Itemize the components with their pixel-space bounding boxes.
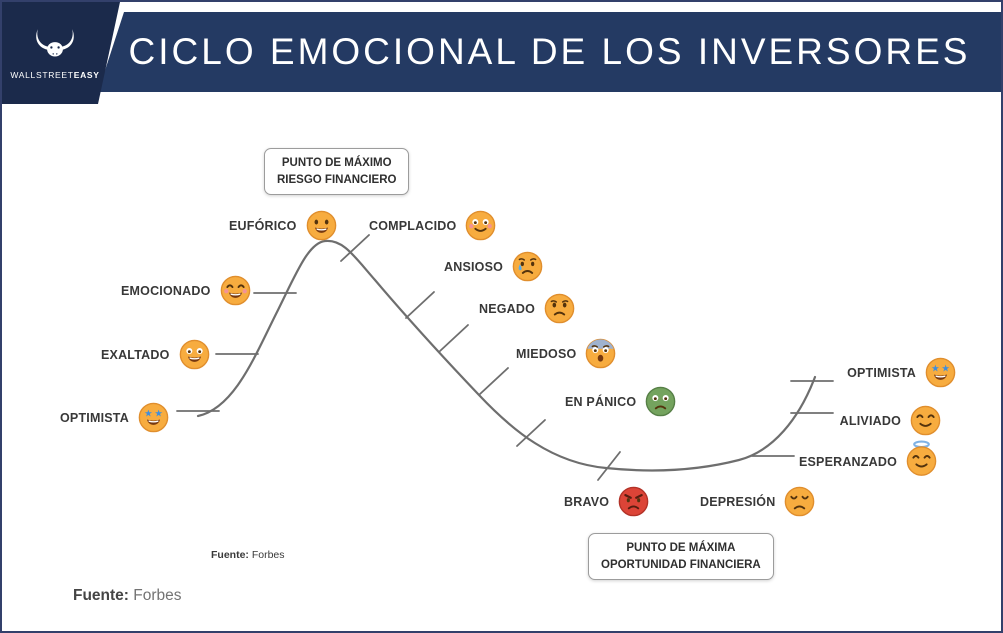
weary-emoji-icon bbox=[784, 486, 815, 517]
emotion-label: OPTIMISTA bbox=[847, 365, 916, 380]
star-struck-emoji-icon: ★★ bbox=[925, 357, 956, 388]
smiling-open-emoji-icon bbox=[306, 210, 337, 241]
emotion-miedoso: MIEDOSO bbox=[516, 338, 616, 369]
emotion-emocionado: EMOCIONADO bbox=[121, 275, 251, 306]
beaming-emoji-icon bbox=[220, 275, 251, 306]
emotion-negado: NEGADO bbox=[479, 293, 575, 324]
emotion-esperanzado: ESPERANZADO bbox=[798, 440, 937, 477]
worried-emoji-icon bbox=[544, 293, 575, 324]
emotion-label: EUFÓRICO bbox=[229, 218, 297, 233]
source-note-small: Fuente: Forbes bbox=[211, 549, 285, 561]
emotion-label: COMPLACIDO bbox=[369, 218, 457, 233]
emotion-label: OPTIMISTA bbox=[60, 410, 129, 425]
emotion-label: EN PÁNICO bbox=[565, 394, 637, 409]
emotion-label: BRAVO bbox=[564, 494, 610, 509]
max-risk-line2: RIESGO FINANCIERO bbox=[277, 173, 397, 186]
emotion-exaltado: EXALTADO bbox=[101, 339, 210, 370]
svg-text:★: ★ bbox=[154, 409, 163, 420]
emotion-label: ESPERANZADO bbox=[798, 454, 897, 469]
max-opportunity-callout: PUNTO DE MÁXIMA OPORTUNIDAD FINANCIERA bbox=[588, 533, 774, 581]
crying-emoji-icon bbox=[512, 251, 543, 282]
angel-emoji-icon bbox=[906, 440, 937, 477]
emotion-optimista-left: OPTIMISTA ★★ bbox=[60, 402, 169, 433]
emotion-euforico: EUFÓRICO bbox=[229, 210, 337, 241]
max-opportunity-line1: PUNTO DE MÁXIMA bbox=[626, 542, 736, 554]
brand-logo-block: WALLSTREETEASY bbox=[2, 2, 120, 104]
brand-wordmark: WALLSTREETEASY bbox=[10, 69, 100, 80]
angry-emoji-icon bbox=[618, 486, 649, 517]
emotion-label: NEGADO bbox=[479, 301, 536, 316]
source-value: Forbes bbox=[251, 549, 285, 561]
source-label: Fuente: bbox=[211, 549, 249, 561]
emotion-aliviado: ALIVIADO bbox=[840, 405, 941, 436]
flushed-emoji-icon bbox=[465, 210, 496, 241]
source-label: Fuente: bbox=[73, 587, 129, 604]
relieved-emoji-icon bbox=[910, 405, 941, 436]
emotion-bravo: BRAVO bbox=[564, 486, 649, 517]
grinning-emoji-icon bbox=[179, 339, 210, 370]
star-struck-emoji-icon: ★★ bbox=[138, 402, 169, 433]
panic-emoji-icon bbox=[645, 386, 676, 417]
max-risk-callout: PUNTO DE MÁXIMO RIESGO FINANCIERO bbox=[264, 148, 410, 196]
emotion-label: EXALTADO bbox=[101, 347, 170, 362]
emotion-complacido: COMPLACIDO bbox=[369, 210, 496, 241]
page-title: CICLO EMOCIONAL DE LOS INVERSORES bbox=[128, 31, 971, 72]
emotion-label: EMOCIONADO bbox=[121, 283, 211, 298]
emotion-depresion: DEPRESIÓN bbox=[700, 486, 815, 517]
svg-text:★: ★ bbox=[941, 364, 950, 375]
emotion-label: MIEDOSO bbox=[516, 346, 577, 361]
svg-text:★: ★ bbox=[931, 364, 940, 375]
bull-logo-icon bbox=[32, 27, 78, 65]
source-note-bottom: Fuente: Forbes bbox=[73, 587, 182, 605]
max-opportunity-line2: OPORTUNIDAD FINANCIERA bbox=[601, 558, 761, 571]
source-value: Forbes bbox=[133, 587, 182, 604]
header-banner: CICLO EMOCIONAL DE LOS INVERSORES bbox=[98, 12, 1001, 92]
fearful-emoji-icon bbox=[585, 338, 616, 369]
svg-text:★: ★ bbox=[144, 409, 153, 420]
emotion-en-panico: EN PÁNICO bbox=[565, 386, 676, 417]
emotion-label: ANSIOSO bbox=[444, 259, 504, 274]
emotion-label: DEPRESIÓN bbox=[700, 494, 776, 509]
emotion-optimista-right: OPTIMISTA ★★ bbox=[847, 357, 956, 388]
emotion-ansioso: ANSIOSO bbox=[444, 251, 543, 282]
emotion-label: ALIVIADO bbox=[839, 413, 901, 428]
max-risk-line1: PUNTO DE MÁXIMO bbox=[281, 157, 392, 169]
